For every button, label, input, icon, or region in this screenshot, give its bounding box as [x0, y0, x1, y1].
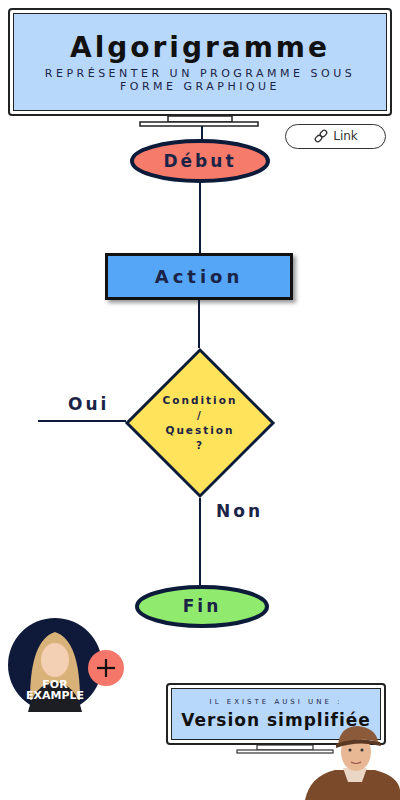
link-icon — [314, 129, 327, 142]
link-button: Link — [285, 124, 386, 149]
end-terminal: Fin — [135, 585, 269, 628]
avatar-circle — [8, 618, 102, 712]
flow-connector — [199, 498, 201, 585]
title-box: AlgorigrammeREPRÉSENTER UN PROGRAMME SOU… — [8, 8, 392, 116]
monitor-stand — [168, 116, 232, 122]
branch-label: Oui — [68, 394, 109, 414]
process-box: Action — [105, 253, 293, 300]
diamond-outline — [125, 348, 275, 498]
monitor-base — [140, 122, 258, 126]
monitor-base — [237, 750, 333, 753]
decision-text: Condition / Question ? — [162, 393, 238, 454]
start-terminal: Début — [130, 139, 270, 183]
screen-panel: AlgorigrammeREPRÉSENTER UN PROGRAMME SOU… — [13, 13, 387, 111]
screen-panel: IL EXISTE AUSI UNE : Version simplifiée — [171, 688, 381, 740]
process-text: Action — [155, 266, 244, 288]
yes-branch-line — [38, 420, 126, 422]
version-box: IL EXISTE AUSI UNE : Version simplifiée — [166, 683, 386, 745]
plus-symbol — [97, 667, 115, 669]
button-text: Link — [313, 129, 358, 143]
monitor-stand — [257, 745, 313, 750]
stand-line — [201, 126, 203, 140]
title-text: Algorigramme — [70, 31, 330, 65]
plus-symbol — [105, 659, 107, 677]
avatar-badge: FOR EXAMPLE — [8, 618, 102, 712]
subtitle-text: REPRÉSENTER UN PROGRAMME SOUS FORME GRAP… — [28, 68, 373, 93]
branch-label: Non — [216, 501, 263, 521]
terminal-text: Début — [163, 151, 236, 171]
badge-text: FOR EXAMPLE — [23, 679, 87, 701]
version-text: Version simplifiée — [181, 710, 371, 730]
flow-connector — [198, 300, 200, 348]
plus-button — [88, 650, 124, 686]
decision-diamond: Condition / Question ? — [125, 348, 275, 498]
terminal-text: Fin — [183, 596, 222, 616]
avatar-face — [41, 643, 69, 677]
flow-connector — [199, 183, 201, 253]
note-text: IL EXISTE AUSI UNE : — [210, 698, 343, 706]
character-illustration — [305, 726, 400, 800]
